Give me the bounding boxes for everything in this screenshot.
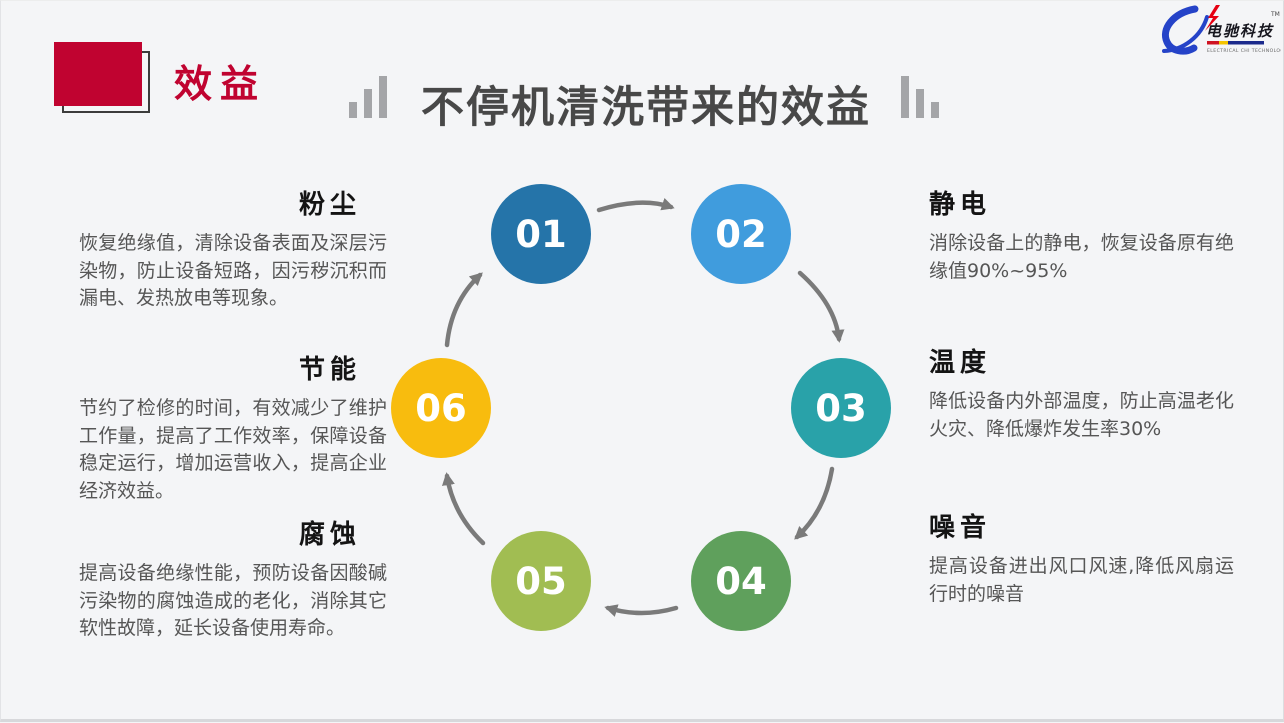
benefit-title: 静电 [929, 190, 992, 220]
benefit-block-temperature: 温度 降低设备内外部温度，防止高温老化火灾、降低爆炸发生率30% [929, 342, 1234, 443]
bar-icon [931, 102, 939, 118]
benefit-title: 腐蚀 [298, 520, 361, 550]
arrow-06-01 [444, 272, 483, 348]
logo-caption: ELECTRICAL CHI TECHNOLOGY [1207, 48, 1281, 54]
cycle-step-number: 04 [715, 559, 767, 603]
benefit-block-static: 静电 消除设备上的静电，恢复设备原有绝缘值90%~95% [929, 184, 1234, 285]
section-title: 效益 [174, 62, 267, 106]
benefit-title: 节能 [298, 355, 361, 385]
benefit-title: 噪音 [929, 513, 992, 543]
logo-stripe-blue [1228, 41, 1264, 45]
benefit-body: 提高设备绝缘性能，预防设备因酸碱污染物的腐蚀造成的老化，消除其它软性故障，延长设… [79, 562, 387, 640]
logo-trademark: TM [1270, 11, 1280, 18]
arrow-02-03 [797, 270, 845, 343]
bar-icon [364, 89, 372, 118]
cycle-step-number: 02 [715, 212, 767, 256]
benefit-block-dust: 粉尘 恢复绝缘值，清除设备表面及深层污染物，防止设备短路，因污秽沉积而漏电、发热… [79, 184, 387, 313]
cycle-step-number: 03 [815, 386, 867, 430]
logo-name: 电驰科技 [1206, 22, 1274, 40]
bar-icon [901, 76, 909, 118]
benefit-body: 节约了检修的时间，有效减少了维护工作量，提高了工作效率，保障设备稳定运行，增加运… [79, 397, 387, 502]
cycle-step-number: 01 [515, 212, 567, 256]
benefit-body: 恢复绝缘值，清除设备表面及深层污染物，防止设备短路，因污秽沉积而漏电、发热放电等… [79, 232, 387, 310]
badge-red-rect [54, 42, 142, 106]
cycle-step-03: 03 [791, 358, 891, 458]
company-logo: 电驰科技 TM ELECTRICAL CHI TECHNOLOGY [1159, 4, 1284, 58]
benefit-body: 消除设备上的静电，恢复设备原有绝缘值90%~95% [929, 232, 1234, 282]
benefit-title: 温度 [929, 348, 992, 378]
cycle-step-02: 02 [691, 184, 791, 284]
arrow-05-06 [442, 472, 486, 546]
cycle-step-05: 05 [491, 531, 591, 631]
benefit-body: 降低设备内外部温度，防止高温老化火灾、降低爆炸发生率30% [929, 390, 1234, 440]
cycle-step-06: 06 [391, 358, 491, 458]
arrow-04-05 [604, 604, 679, 617]
logo-stripe-red [1207, 41, 1219, 45]
cycle-step-01: 01 [491, 184, 591, 284]
benefit-block-noise: 噪音 提高设备进出风口风速,降低风扇运行时的噪音 [929, 507, 1234, 608]
bar-icon [916, 89, 924, 118]
benefit-block-corrosion: 腐蚀 提高设备绝缘性能，预防设备因酸碱污染物的腐蚀造成的老化，消除其它软性故障，… [79, 514, 387, 643]
bar-icon [379, 76, 387, 118]
bar-icon [349, 102, 357, 118]
lightning-icon [1205, 5, 1220, 31]
benefit-title: 粉尘 [298, 190, 361, 220]
arrow-03-04 [794, 466, 835, 540]
logo-swoosh-icon [1162, 5, 1209, 55]
title-bars-right [901, 76, 939, 118]
arrow-01-02 [596, 197, 675, 213]
logo-stripe-yellow [1219, 41, 1228, 45]
cycle-step-number: 06 [415, 386, 467, 430]
benefit-block-energy: 节能 节约了检修的时间，有效减少了维护工作量，提高了工作效率，保障设备稳定运行，… [79, 349, 387, 505]
cycle-step-number: 05 [515, 559, 567, 603]
page-title: 不停机清洗带来的效益 [421, 83, 871, 133]
cycle-step-04: 04 [691, 531, 791, 631]
title-bars-left [349, 76, 387, 118]
benefit-body: 提高设备进出风口风速,降低风扇运行时的噪音 [929, 555, 1234, 605]
